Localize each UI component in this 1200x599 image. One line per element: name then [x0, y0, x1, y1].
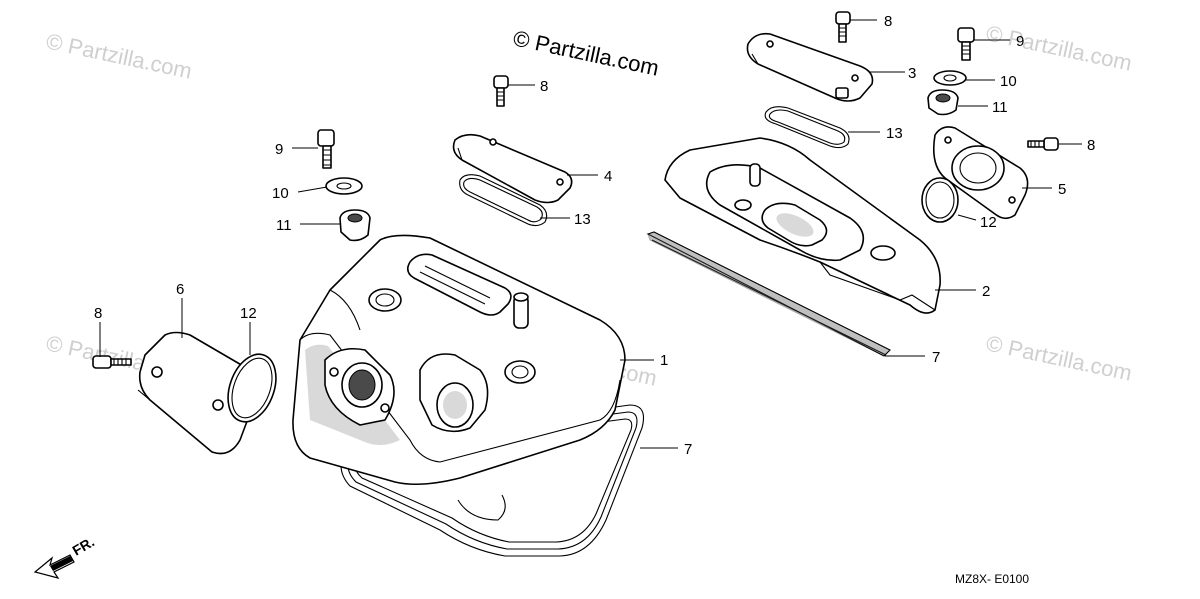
callout-6: 6 — [176, 281, 184, 298]
callout-4: 4 — [604, 168, 612, 185]
grommet-right — [927, 89, 959, 116]
callout-8-left: 8 — [94, 305, 102, 322]
bolt-top-right — [835, 11, 851, 43]
side-cover-rear — [932, 126, 1029, 220]
watermark-main: © Partzilla.com — [511, 25, 661, 80]
o-ring-left — [227, 353, 277, 423]
callout-9-right: 9 — [1016, 33, 1024, 50]
callout-11-left: 11 — [276, 217, 292, 234]
o-ring-right — [921, 177, 959, 223]
callout-7-rear: 7 — [932, 349, 940, 366]
front-direction-arrow: FR. — [33, 533, 98, 579]
callout-8-right: 8 — [1087, 137, 1095, 154]
callout-12-left: 12 — [240, 305, 257, 322]
callout-3: 3 — [908, 65, 916, 82]
callout-8-top-center: 8 — [540, 78, 548, 95]
diagram-code: MZ8X- E0100 — [955, 572, 1029, 586]
cylinder-head-cover-rear — [664, 137, 941, 314]
callout-10-left: 10 — [272, 185, 289, 202]
callout-1: 1 — [660, 352, 668, 369]
bolt-top-center — [493, 75, 509, 107]
callout-10-right: 10 — [1000, 73, 1017, 90]
callout-9-left: 9 — [275, 141, 283, 158]
grommet-left — [339, 209, 371, 242]
callout-12-right: 12 — [980, 214, 997, 231]
head-cover-plate-rear — [746, 32, 874, 102]
watermark-mid-right: © Partzilla.com — [984, 330, 1134, 385]
leader-lines — [99, 19, 1082, 449]
callout-13-center: 13 — [574, 211, 591, 228]
watermark-top-right: © Partzilla.com — [984, 20, 1134, 75]
bolt-vertical-left — [317, 129, 335, 169]
callout-13-rear: 13 — [886, 125, 903, 142]
head-cover-gasket-rear — [646, 231, 891, 357]
watermark-top-left: © Partzilla.com — [44, 28, 194, 83]
head-cover-plate-center — [452, 133, 573, 204]
head-cover-gasket-lower — [340, 404, 645, 557]
cylinder-head-cover-front — [292, 234, 626, 486]
callout-11-right: 11 — [992, 99, 1008, 116]
washer-right — [933, 70, 967, 86]
washer-left — [325, 177, 363, 195]
cover-gasket-rear — [764, 106, 850, 149]
direction-label: FR. — [70, 533, 98, 558]
callout-2: 2 — [982, 283, 990, 300]
bolt-right — [1027, 137, 1059, 151]
cover-gasket-center — [459, 174, 548, 227]
callout-7-lower: 7 — [684, 441, 692, 458]
callout-8-top-right: 8 — [884, 13, 892, 30]
callout-5: 5 — [1058, 181, 1066, 198]
bolt-vertical-right — [957, 27, 975, 61]
bolt-left — [92, 355, 132, 369]
